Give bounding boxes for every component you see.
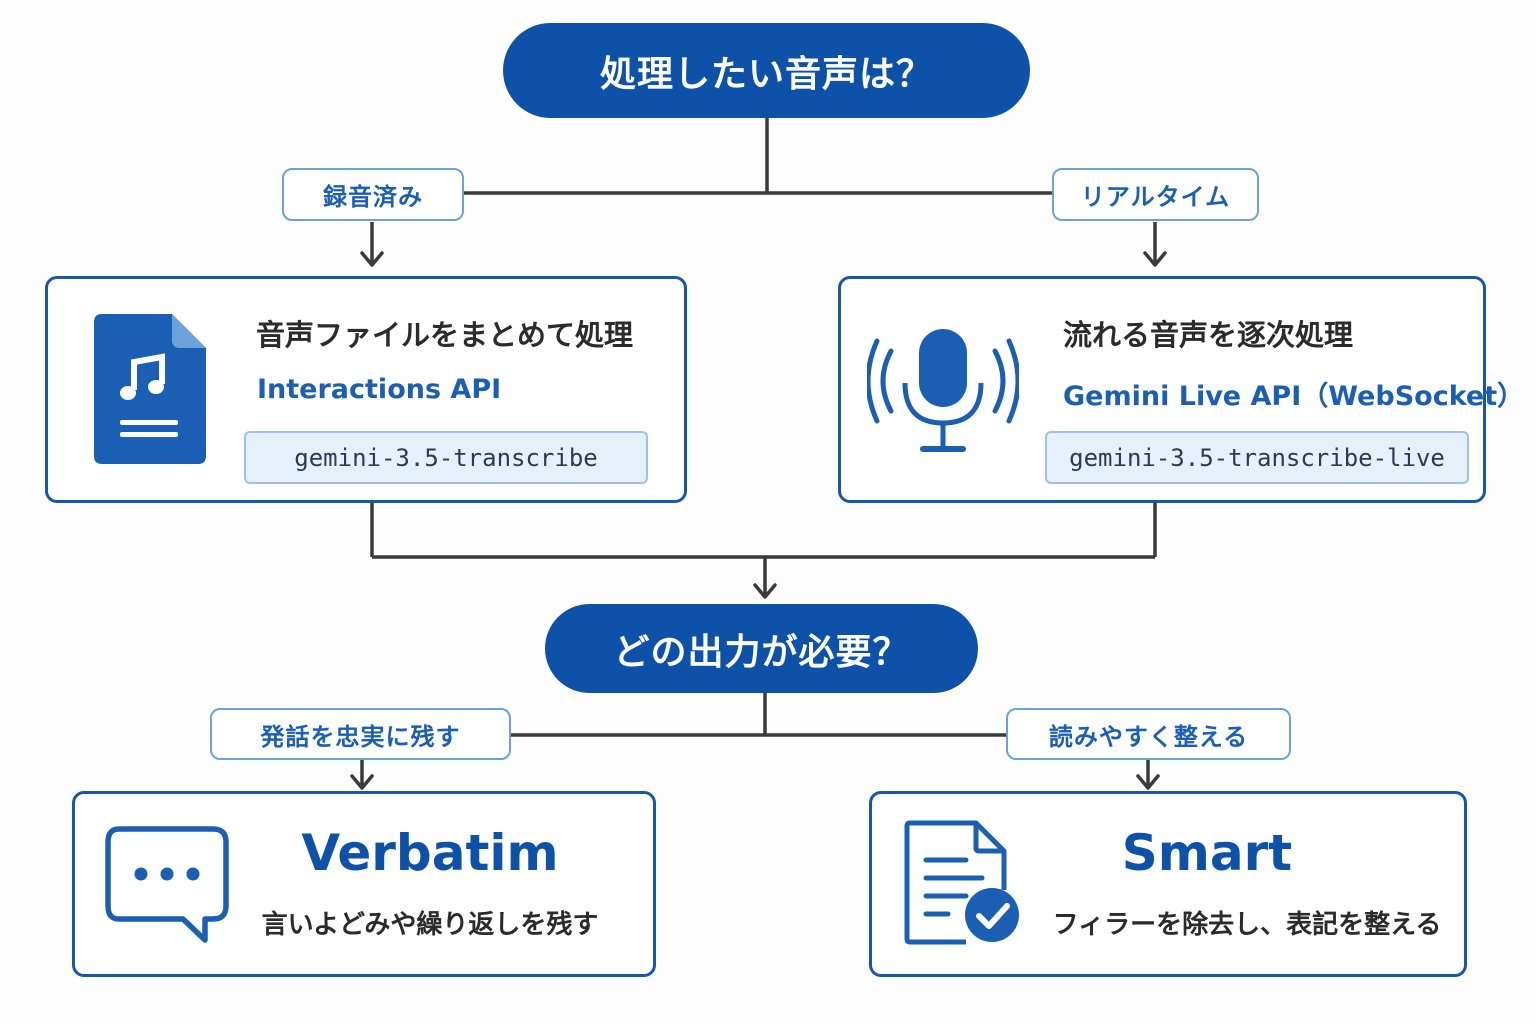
verbatim-description: 言いよどみや繰り返しを残す [261, 910, 599, 940]
audio-file-icon [94, 314, 206, 464]
question-output-type: どの出力が必要？ [545, 604, 978, 693]
recorded-model-badge: gemini-3.5-transcribe [244, 431, 648, 484]
arrowhead-smart [1136, 774, 1160, 790]
verbatim-card: Verbatim 言いよどみや繰り返しを残す [72, 791, 656, 977]
branch-label-realtime: リアルタイム [1052, 168, 1259, 221]
recorded-title: 音声ファイルをまとめて処理 [256, 318, 634, 352]
realtime-audio-card: 流れる音声を逐次処理 Gemini Live API（WebSocket） ge… [838, 276, 1524, 503]
verbatim-name: Verbatim [301, 824, 559, 882]
document-check-icon [904, 820, 1019, 945]
branch-label-faithful: 発話を忠実に残す [210, 708, 511, 760]
branch-label-recorded: 録音済み [282, 168, 464, 221]
question-audio-type: 処理したい音声は？ [503, 23, 1030, 118]
recorded-audio-card: 音声ファイルをまとめて処理 Interactions API gemini-3.… [45, 276, 687, 503]
chat-bubble-icon [105, 826, 229, 943]
realtime-title: 流れる音声を逐次処理 [1063, 318, 1354, 352]
microphone-broadcast-icon [867, 329, 1019, 452]
arrowhead-merge [753, 583, 777, 599]
arrowhead-realtime [1143, 251, 1167, 267]
realtime-api-name: Gemini Live API（WebSocket） [1063, 381, 1525, 412]
recorded-api-name: Interactions API [257, 374, 502, 405]
smart-name: Smart [1121, 824, 1293, 882]
realtime-model-badge: gemini-3.5-transcribe-live [1045, 431, 1469, 484]
arrowhead-verbatim [350, 774, 374, 790]
branch-label-readable: 読みやすく整える [1006, 708, 1291, 760]
smart-card: Smart フィラーを除去し、表記を整える [869, 791, 1467, 977]
smart-description: フィラーを除去し、表記を整える [1052, 910, 1442, 940]
arrowhead-recorded [360, 251, 384, 267]
